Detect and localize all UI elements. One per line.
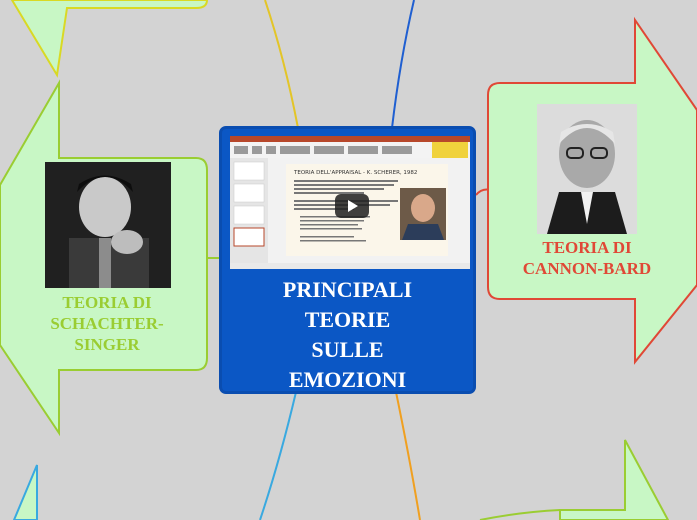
central-title-line: EMOZIONI <box>288 367 407 392</box>
central-title-line: SULLE <box>311 337 384 362</box>
connector-top-yellow <box>264 0 299 129</box>
central-title-line: TEORIE <box>304 307 391 332</box>
slide-heading: TEORIA DELL'APPRAISAL - K. SCHERER, 1982 <box>293 170 417 176</box>
topic-label-line: TEORIA DI <box>62 293 152 312</box>
topic-label-line: SINGER <box>74 335 140 354</box>
cannon-portrait-image <box>537 104 637 234</box>
topic-label-line: SCHACHTER- <box>50 314 164 333</box>
topic-label-line: TEORIA DI <box>542 238 632 257</box>
callout-top-left[interactable] <box>10 0 209 78</box>
video-thumbnail[interactable]: TEORIA DELL'APPRAISAL - K. SCHERER, 1982 <box>230 136 470 269</box>
central-title-line: PRINCIPALI <box>282 277 413 302</box>
play-icon[interactable] <box>335 194 369 218</box>
connector-bottom-blue <box>259 391 297 520</box>
connector-top-blue <box>391 0 415 129</box>
central-topic-title: PRINCIPALI TEORIE SULLE EMOZIONI <box>222 275 473 395</box>
topic-label-schachter-singer[interactable]: TEORIA DI SCHACHTER- SINGER <box>40 292 174 355</box>
callout-bottom-left[interactable] <box>12 464 38 520</box>
topic-label-cannon-bard[interactable]: TEORIA DI CANNON-BARD <box>512 237 662 279</box>
connector-bottom-right-green <box>479 509 561 520</box>
topic-label-line: CANNON-BARD <box>522 259 652 278</box>
connector-bottom-orange <box>395 391 421 520</box>
central-topic[interactable]: TEORIA DELL'APPRAISAL - K. SCHERER, 1982… <box>219 126 476 394</box>
schachter-portrait-image <box>45 162 171 288</box>
callout-bottom-right[interactable] <box>559 439 670 520</box>
